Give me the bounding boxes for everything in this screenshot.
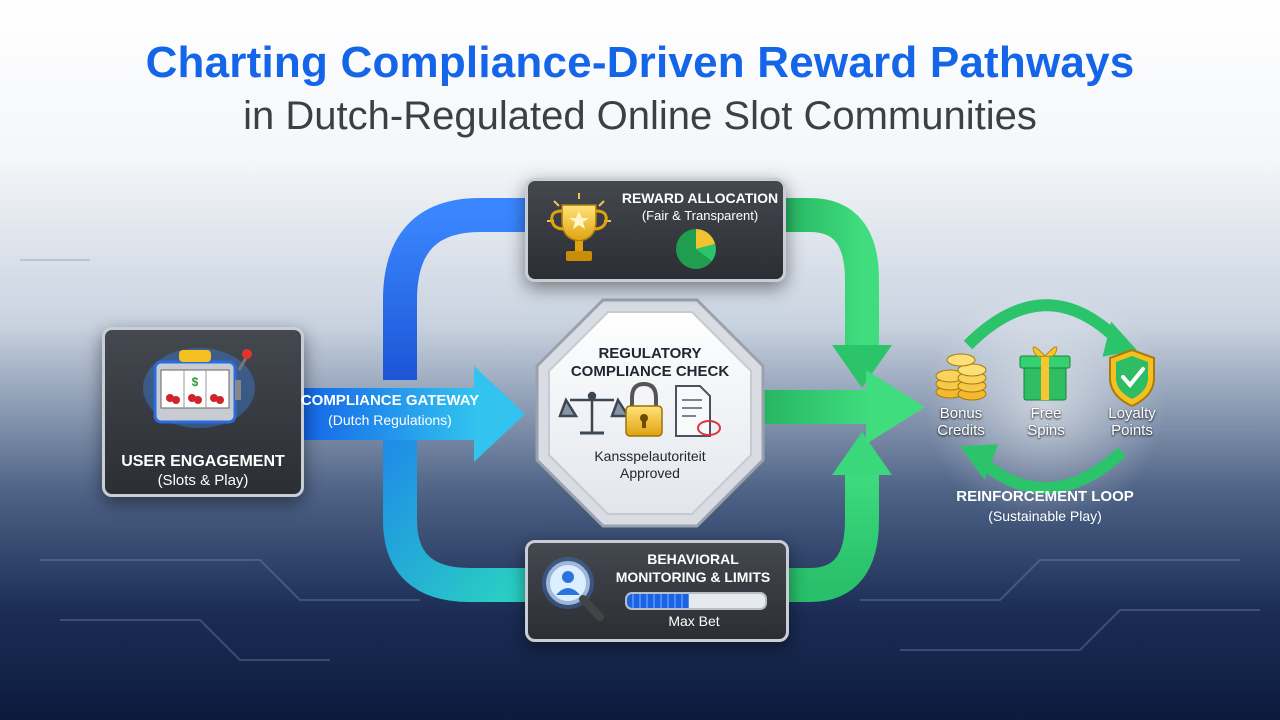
compliance-gateway-label: COMPLIANCE GATEWAY — [300, 392, 480, 409]
title-line-2: in Dutch-Regulated Online Slot Communiti… — [243, 94, 1037, 138]
reward-allocation-label: REWARD ALLOCATION — [621, 190, 779, 206]
regulatory-check-label-1: REGULATORY — [598, 345, 702, 362]
loyalty-points-label-1: Loyalty — [1108, 405, 1156, 422]
monitoring-label-2: MONITORING & LIMITS — [615, 569, 771, 585]
slot-machine-icon: $ — [143, 348, 255, 428]
reinforcement-loop-sub: (Sustainable Play) — [988, 508, 1102, 524]
max-bet-progress-fill — [627, 594, 690, 608]
free-spins-label-2: Spins — [1027, 422, 1065, 439]
behavioral-monitoring-panel: BEHAVIORAL MONITORING & LIMITS Max Bet — [525, 540, 789, 642]
coins-icon — [935, 353, 987, 401]
lower-pathway-arrow — [383, 440, 528, 602]
regulatory-check-label-2: COMPLIANCE CHECK — [570, 363, 730, 380]
scales-icon — [558, 391, 631, 435]
loop-bottom-arrow — [976, 447, 1127, 494]
pie-chart-icon — [676, 229, 716, 269]
bonus-credits-label-2: Credits — [937, 422, 985, 439]
reward-to-loop-arrow — [782, 198, 879, 350]
bonus-credits-label-1: Bonus — [939, 405, 983, 422]
magnifier-user-icon — [542, 557, 604, 621]
gift-icon — [1019, 346, 1071, 401]
title-line-1: Charting Compliance-Driven Reward Pathwa… — [145, 38, 1135, 87]
user-engagement-label: USER ENGAGEMENT — [121, 453, 285, 470]
compliance-gateway-sub: (Dutch Regulations) — [328, 412, 452, 428]
reinforcement-loop-label: REINFORCEMENT LOOP — [956, 488, 1134, 505]
user-engagement-sub: (Slots & Play) — [157, 472, 249, 489]
loyalty-points-label-2: Points — [1111, 422, 1153, 439]
svg-text:$: $ — [192, 375, 199, 389]
reward-allocation-sub: (Fair & Transparent) — [641, 208, 759, 223]
document-icon — [675, 385, 721, 437]
upper-pathway-arrow — [383, 198, 528, 380]
trophy-icon — [547, 193, 611, 261]
approved-line-2: Approved — [620, 465, 680, 481]
reward-allocation-panel: REWARD ALLOCATION (Fair & Transparent) — [525, 178, 786, 282]
monitoring-label-1: BEHAVIORAL — [647, 551, 739, 567]
max-bet-label: Max Bet — [668, 613, 720, 629]
max-bet-progress-bar — [625, 592, 767, 610]
free-spins-label-1: Free — [1030, 405, 1062, 422]
loop-top-arrow — [963, 299, 1123, 350]
user-engagement-panel: $ USER ENGAGEMENT (Slots & Play) — [102, 327, 304, 497]
approved-line-1: Kansspelautoriteit — [594, 448, 706, 464]
shield-check-icon — [1109, 348, 1155, 408]
monitoring-to-loop-arrow — [782, 470, 879, 602]
padlock-icon — [625, 381, 663, 437]
